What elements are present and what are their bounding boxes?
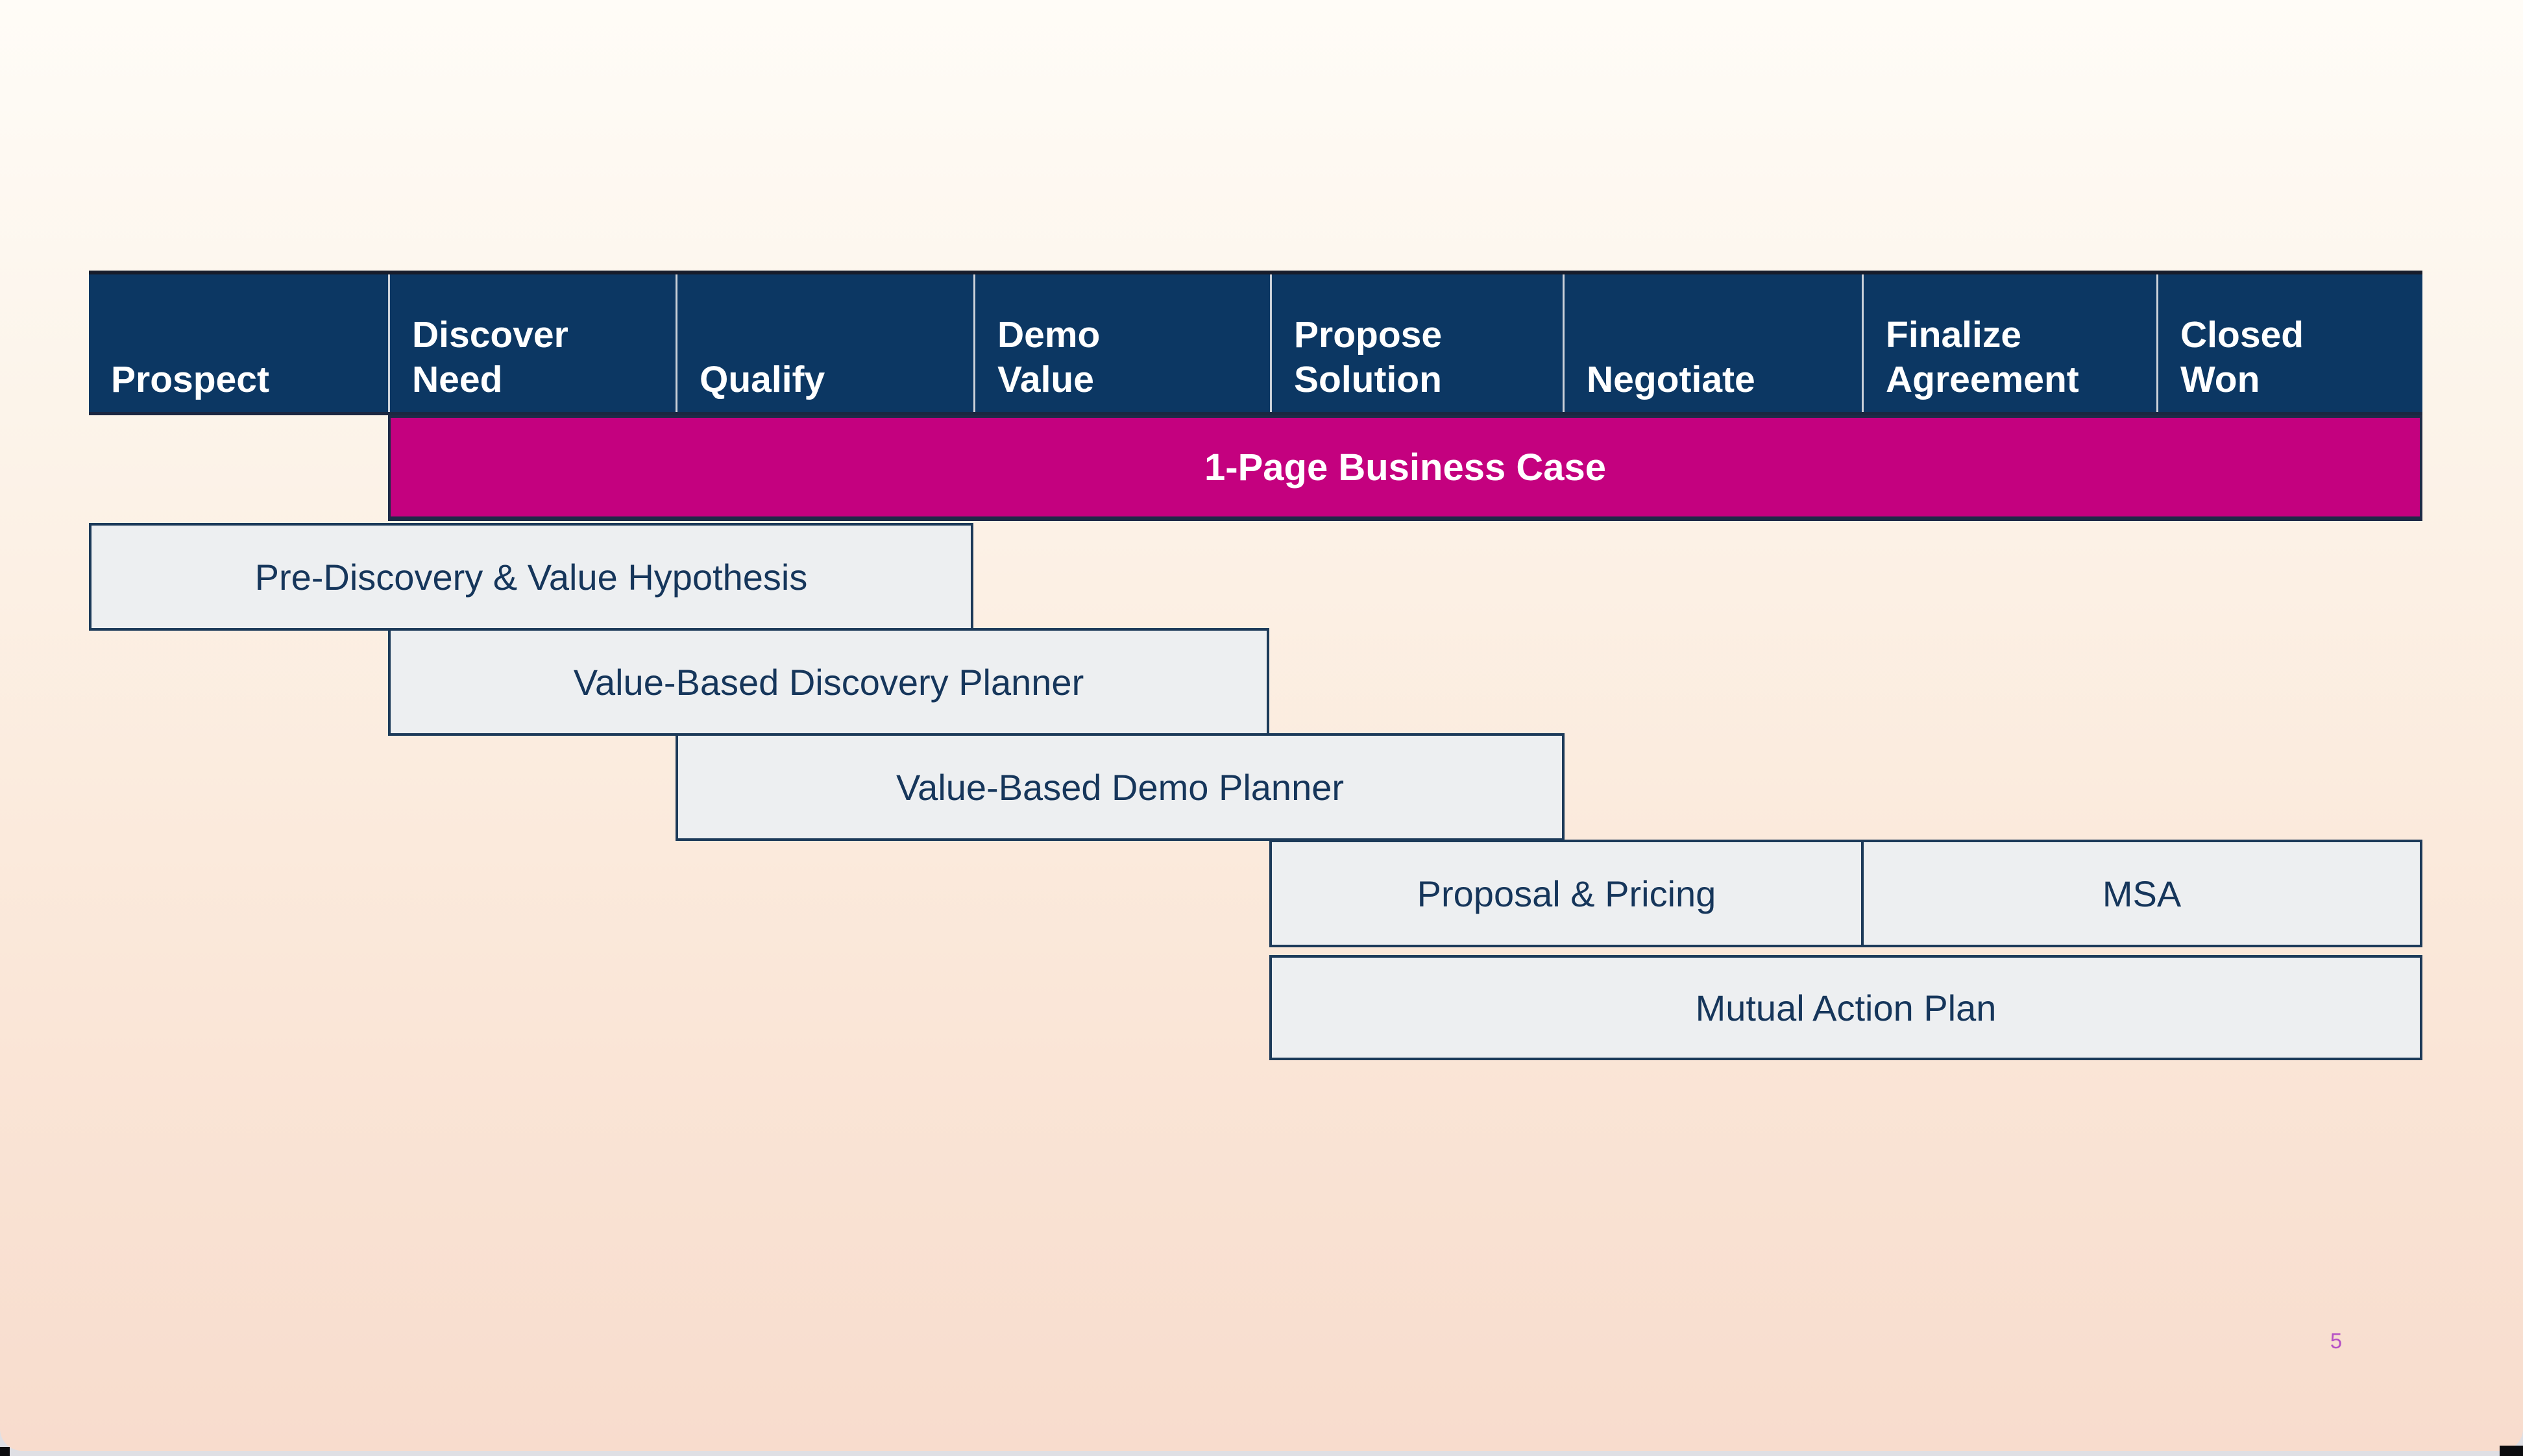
screenshot-corner-artifact-left xyxy=(0,1447,10,1456)
tool-box-value-based-discovery-planner: Value-Based Discovery Planner xyxy=(388,628,1269,736)
tool-box-proposal-and-pricing: Proposal & Pricing xyxy=(1269,840,1864,947)
stage-cell-qualify: Qualify xyxy=(676,274,973,412)
business-case-bar: 1-Page Business Case xyxy=(388,415,2422,521)
stage-cell-discover-need: Discover Need xyxy=(388,274,676,412)
tool-box-mutual-action-plan: Mutual Action Plan xyxy=(1269,955,2422,1060)
sales-pipeline-stage-header: Prospect Discover Need Qualify Demo Valu… xyxy=(89,271,2422,415)
stage-cell-propose-solution: Propose Solution xyxy=(1270,274,1563,412)
screenshot-corner-artifact-right xyxy=(2500,1446,2523,1456)
stage-cell-demo-value: Demo Value xyxy=(973,274,1270,412)
page-number: 5 xyxy=(2330,1329,2343,1353)
tool-box-msa: MSA xyxy=(1861,840,2422,947)
stage-cell-finalize-agreement: Finalize Agreement xyxy=(1862,274,2156,412)
tool-box-value-based-demo-planner: Value-Based Demo Planner xyxy=(676,733,1565,841)
stage-cell-prospect: Prospect xyxy=(89,274,388,412)
tool-box-pre-discovery-value-hypothesis: Pre-Discovery & Value Hypothesis xyxy=(89,523,973,631)
stage-cell-closed-won: Closed Won xyxy=(2156,274,2422,412)
stage-cell-negotiate: Negotiate xyxy=(1563,274,1862,412)
